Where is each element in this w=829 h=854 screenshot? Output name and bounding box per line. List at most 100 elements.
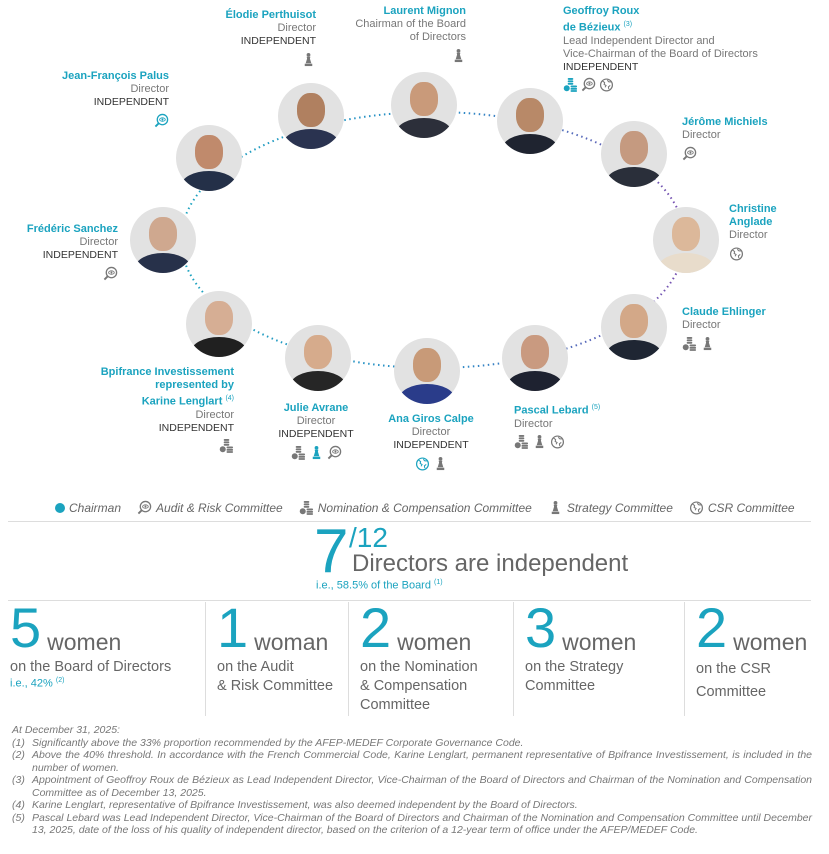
- photo-claude-ehlinger: [601, 294, 667, 360]
- legend-chairman: Chairman: [69, 500, 122, 515]
- strategy-committee-icon: [433, 456, 448, 471]
- audit-committee-icon: [137, 500, 152, 515]
- footnotes-heading: At December 31, 2025:: [12, 724, 120, 736]
- director-name: Jean-François Palus: [62, 70, 169, 82]
- stat-desc: on the Board of Directors: [10, 659, 172, 675]
- director-jean-francois-palus: Jean-François Palus Director INDEPENDENT: [19, 70, 169, 128]
- stat-number: 5: [10, 596, 42, 659]
- nomination-committee-icon: [291, 445, 306, 460]
- director-role: of Directors: [409, 31, 466, 43]
- audit-committee-icon: [154, 113, 169, 128]
- footnote: (4)Karine Lenglart, representative of Bp…: [12, 799, 578, 811]
- photo-karine-lenglart: [186, 291, 252, 357]
- director-role: Chairman of the Board: [355, 18, 466, 30]
- director-name: Pascal Lebard: [514, 404, 589, 417]
- divider: [8, 600, 811, 601]
- director-name: Anglade: [729, 216, 773, 228]
- director-name: Christine: [729, 203, 777, 215]
- photo-jerome-michiels: [601, 121, 667, 187]
- director-claude-ehlinger: Claude Ehlinger Director: [682, 306, 822, 351]
- director-ana-giros-calpe: Ana Giros Calpe Director INDEPENDENT: [376, 413, 486, 471]
- director-name: Karine Lenglart: [141, 395, 223, 408]
- photo-jean-francois-palus: [176, 125, 242, 191]
- nomination-committee-icon: [682, 336, 697, 351]
- director-name: Frédéric Sanchez: [26, 223, 118, 235]
- director-karine-lenglart: Bpifrance Investissement represented by …: [64, 366, 234, 454]
- stat-desc: on the Strategy: [525, 659, 624, 675]
- divider: [348, 602, 349, 716]
- divider: [513, 602, 514, 716]
- director-name: Claude Ehlinger: [682, 306, 766, 318]
- director-name: represented by: [155, 379, 234, 391]
- director-role: Director: [411, 426, 451, 438]
- stat-unit: woman: [254, 629, 329, 655]
- director-name: Geoffroy Roux: [563, 5, 640, 17]
- photo-pascal-lebard: [502, 325, 568, 391]
- director-role: Director: [682, 129, 721, 141]
- audit-committee-icon: [682, 146, 697, 161]
- photo-ana-giros-calpe: [394, 338, 460, 404]
- nomination-committee-icon: [563, 77, 578, 92]
- footnotes: At December 31, 2025: (1)Significantly a…: [12, 724, 812, 837]
- csr-committee-icon: [550, 434, 565, 449]
- board-total: /12: [349, 522, 388, 553]
- director-name: Julie Avrane: [283, 402, 349, 414]
- footnote: (3)Appointment of Geoffroy Roux de Bézie…: [12, 774, 812, 799]
- independence-label: Directors are independent: [352, 550, 629, 577]
- divider: [684, 602, 685, 716]
- director-role: Director: [195, 408, 234, 421]
- stat-desc: on the CSR: [696, 661, 771, 677]
- director-role: Lead Independent Director and: [563, 34, 715, 47]
- strategy-committee-icon: [309, 445, 324, 460]
- footnote-ref: (5): [591, 404, 601, 411]
- director-role: Director: [130, 83, 169, 95]
- director-frederic-sanchez: Frédéric Sanchez Director INDEPENDENT: [0, 223, 118, 281]
- footnote-ref: (3): [623, 21, 633, 28]
- director-julie-avrane: Julie Avrane Director INDEPENDENT: [266, 402, 366, 460]
- director-name: de Bézieux: [563, 21, 621, 34]
- stat-desc: Committee: [360, 697, 431, 713]
- stat-number: 2: [696, 596, 728, 659]
- footnote: (2)Above the 40% threshold. In accordanc…: [12, 749, 812, 774]
- director-laurent-mignon: Laurent Mignon Chairman of the Board of …: [306, 5, 466, 63]
- director-role: Vice-Chairman of the Board of Directors: [563, 47, 758, 60]
- stat-desc: on the Audit: [217, 659, 294, 675]
- strategy-committee-icon: [548, 500, 563, 515]
- director-status: INDEPENDENT: [42, 249, 118, 261]
- footnote: (1)Significantly above the 33% proportio…: [12, 736, 524, 749]
- director-pascal-lebard: Pascal Lebard (5) Director: [514, 401, 634, 450]
- committee-legend: Chairman Audit & Risk Committee Nominati…: [55, 500, 807, 515]
- stat-unit: women: [733, 629, 808, 655]
- independent-count: 7: [314, 517, 349, 586]
- stat-pct: i.e., 42% (2): [10, 677, 65, 690]
- csr-committee-icon: [689, 500, 704, 515]
- csr-committee-icon: [415, 456, 430, 471]
- divider: [205, 602, 206, 716]
- director-jerome-michiels: Jérôme Michiels Director: [682, 116, 822, 161]
- stat-desc: & Risk Committee: [217, 678, 334, 694]
- nomination-committee-icon: [219, 438, 234, 453]
- photo-julie-avrane: [285, 325, 351, 391]
- audit-committee-icon: [103, 266, 118, 281]
- footnote: (5)Pascal Lebard was Lead Independent Di…: [12, 811, 812, 837]
- director-role: Director: [79, 236, 118, 248]
- legend-csr: CSR Committee: [707, 500, 795, 515]
- footnote-ref: (4): [225, 395, 234, 402]
- stat-unit: women: [562, 629, 637, 655]
- strategy-committee-icon: [451, 48, 466, 63]
- stat-number: 2: [360, 596, 392, 659]
- director-status: INDEPENDENT: [563, 60, 639, 73]
- csr-committee-icon: [599, 77, 614, 92]
- director-name: Laurent Mignon: [383, 5, 467, 17]
- stat-desc: Committee: [696, 684, 767, 700]
- director-name: Ana Giros Calpe: [388, 413, 474, 425]
- photo-geoffroy-roux-de-bezieux: [497, 88, 563, 154]
- director-status: INDEPENDENT: [240, 35, 316, 47]
- director-status: INDEPENDENT: [158, 421, 234, 434]
- csr-committee-icon: [729, 246, 744, 261]
